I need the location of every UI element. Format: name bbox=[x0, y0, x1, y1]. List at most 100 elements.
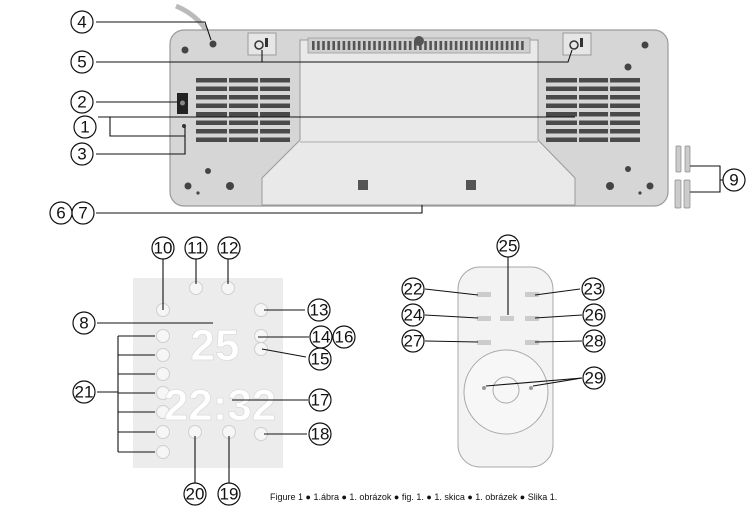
grille-slot bbox=[516, 41, 519, 50]
callout-10: 10 bbox=[151, 236, 175, 260]
svg-text:10: 10 bbox=[154, 239, 173, 258]
touch-button bbox=[156, 445, 170, 459]
svg-text:8: 8 bbox=[79, 314, 88, 333]
remote-button-27 bbox=[477, 340, 491, 345]
touch-button bbox=[156, 405, 170, 419]
touch-button bbox=[156, 329, 170, 343]
grille-slot bbox=[342, 41, 346, 50]
grille-slot bbox=[337, 41, 341, 50]
svg-text:29: 29 bbox=[585, 369, 604, 388]
callout-5: 5 bbox=[70, 50, 94, 74]
callout-25: 25 bbox=[496, 234, 520, 258]
grille-slot bbox=[408, 41, 412, 50]
callout-14: 14 bbox=[309, 325, 333, 349]
svg-text:25: 25 bbox=[499, 237, 518, 256]
remote-control bbox=[457, 266, 554, 468]
callout-13: 13 bbox=[307, 298, 331, 322]
svg-text:7: 7 bbox=[78, 204, 87, 223]
grille-slot bbox=[500, 41, 504, 50]
callout-labels: 4 5 2 1 3 6 7 9 10 11 12 13 8 14 16 15 2… bbox=[49, 10, 746, 506]
grille-slot bbox=[495, 41, 499, 50]
center-panel bbox=[261, 39, 576, 206]
remote-button-22 bbox=[477, 292, 491, 297]
grille-slot bbox=[347, 41, 351, 50]
remote-minus-key bbox=[482, 386, 486, 390]
touch-button bbox=[156, 386, 170, 400]
remote-dial-center bbox=[492, 376, 520, 404]
remote-button-28 bbox=[525, 340, 539, 345]
grille-slot bbox=[368, 41, 371, 50]
figure-caption: Figure 1 ● 1.ábra ● 1. obrázok ● fig. 1.… bbox=[270, 492, 558, 502]
right-air-vent bbox=[546, 78, 640, 146]
svg-text:26: 26 bbox=[585, 306, 604, 325]
callout-23: 23 bbox=[581, 277, 605, 301]
vent-slot bbox=[196, 112, 290, 117]
grille-slot bbox=[414, 41, 417, 50]
remote-plus-key bbox=[529, 386, 533, 390]
control-panel-buttons bbox=[156, 281, 268, 459]
grille-slot bbox=[439, 41, 443, 50]
svg-text:12: 12 bbox=[220, 239, 239, 258]
touch-button bbox=[254, 329, 268, 343]
grille-slot bbox=[480, 41, 483, 50]
callout-18: 18 bbox=[308, 422, 332, 446]
grille-slot bbox=[403, 41, 407, 50]
vent-divider bbox=[577, 78, 580, 146]
grille-slot bbox=[373, 41, 376, 50]
remote-button-23 bbox=[525, 292, 539, 297]
mount-bracket-right bbox=[562, 32, 592, 56]
vent-slot bbox=[546, 95, 640, 100]
vent-slot bbox=[546, 137, 640, 142]
vent-slot bbox=[546, 103, 640, 108]
svg-text:23: 23 bbox=[584, 280, 603, 299]
callout-3: 3 bbox=[70, 142, 94, 166]
vent-slot bbox=[196, 120, 290, 125]
grille-slot bbox=[332, 41, 335, 50]
vent-slot bbox=[546, 129, 640, 134]
touch-button bbox=[254, 342, 268, 356]
svg-text:1: 1 bbox=[80, 118, 89, 137]
grille-slot bbox=[449, 41, 453, 50]
callout-11: 11 bbox=[184, 236, 208, 260]
vent-divider bbox=[258, 78, 261, 146]
grille-slot bbox=[327, 41, 330, 50]
callout-16: 16 bbox=[332, 325, 356, 349]
svg-text:27: 27 bbox=[404, 332, 423, 351]
callout-15: 15 bbox=[308, 347, 332, 371]
remote-buttons bbox=[477, 292, 539, 345]
vent-slot bbox=[546, 78, 640, 83]
clock-display: 22:32 bbox=[164, 381, 277, 430]
grille-slot bbox=[521, 41, 524, 50]
callout-29: 29 bbox=[582, 366, 606, 390]
grille-slot bbox=[505, 41, 509, 50]
touch-button bbox=[156, 348, 170, 362]
svg-text:19: 19 bbox=[220, 485, 239, 504]
svg-text:18: 18 bbox=[311, 425, 330, 444]
vent-divider bbox=[608, 78, 611, 146]
leader-lines bbox=[96, 21, 733, 483]
bottom-slot-right bbox=[466, 180, 476, 190]
vent-slot bbox=[546, 112, 640, 117]
grille-slot bbox=[424, 41, 427, 50]
grille-slot bbox=[383, 41, 386, 50]
grille-slot bbox=[485, 41, 488, 50]
vent-slot bbox=[196, 129, 290, 134]
bottom-slot-left bbox=[358, 180, 368, 190]
grille-slot bbox=[429, 41, 432, 50]
callout-1: 1 bbox=[73, 115, 97, 139]
grille-slot bbox=[398, 41, 402, 50]
grille-slot bbox=[352, 41, 356, 50]
svg-text:13: 13 bbox=[310, 301, 329, 320]
grille-slot bbox=[459, 41, 463, 50]
svg-text:16: 16 bbox=[335, 328, 354, 347]
svg-text:22: 22 bbox=[404, 280, 423, 299]
callout-9: 9 bbox=[722, 168, 746, 192]
svg-text:6: 6 bbox=[56, 204, 65, 223]
vent-divider bbox=[227, 78, 230, 146]
callout-7: 7 bbox=[71, 201, 95, 225]
grille-slot bbox=[465, 41, 468, 50]
vent-slot bbox=[196, 78, 290, 83]
grille-slot bbox=[444, 41, 448, 50]
vent-slot bbox=[196, 137, 290, 142]
